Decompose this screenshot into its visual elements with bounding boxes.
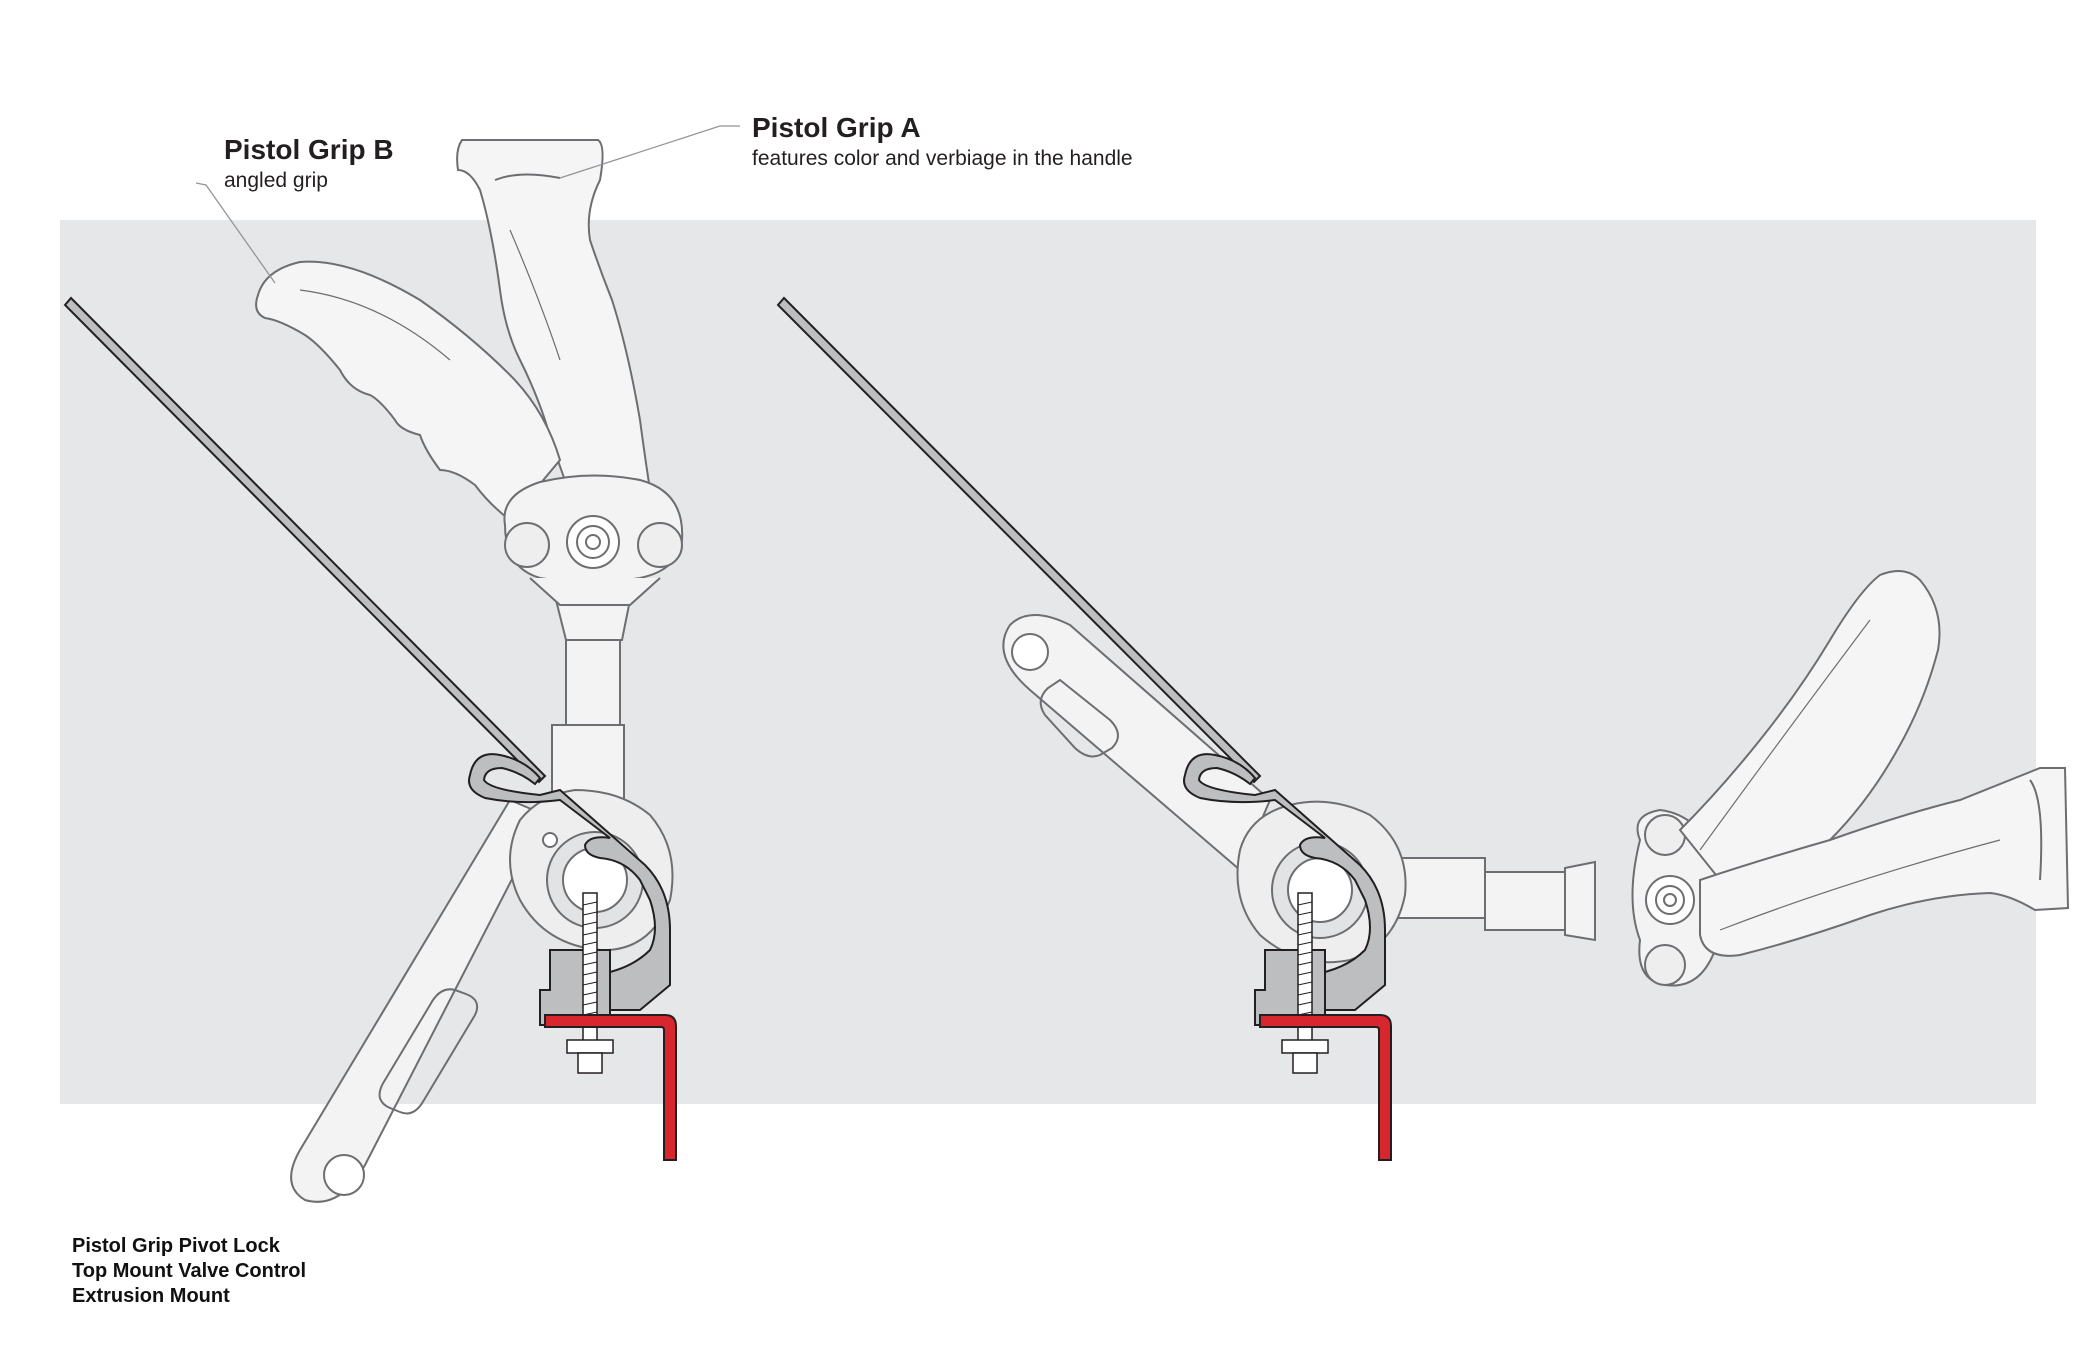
right-assembly: [1002, 570, 2070, 987]
pistol-grip-a-right: [1699, 767, 2070, 957]
grip-a-title: Pistol Grip A: [752, 112, 921, 143]
pistol-grip-b-left: [255, 260, 562, 522]
caption: Pistol Grip Pivot Lock Top Mount Valve C…: [72, 1234, 306, 1309]
caption-line-2: Top Mount Valve Control: [72, 1260, 307, 1282]
caption-line-3: Extrusion Mount: [72, 1285, 230, 1307]
right-stem: [1369, 857, 1596, 942]
right-section-cut: [776, 296, 1392, 1161]
grip-b-title: Pistol Grip B: [224, 134, 394, 165]
pistol-grip-b-right: [1678, 570, 1941, 882]
grip-a-subtitle: features color and verbiage in the handl…: [752, 147, 1133, 170]
caption-line-1: Pistol Grip Pivot Lock: [72, 1235, 280, 1257]
right-lever-arm: [1002, 614, 1272, 872]
left-valve-body: [509, 788, 674, 952]
left-lever-arm: [290, 798, 547, 1203]
grip-b-subtitle: angled grip: [224, 169, 328, 192]
left-assembly: [255, 139, 684, 1203]
left-stem: [551, 599, 632, 801]
leader-grip-b: [195, 182, 276, 284]
left-section-cut: [63, 296, 677, 1161]
leader-lines: [195, 125, 740, 284]
leader-grip-a: [559, 125, 740, 179]
left-pivot-hub: [503, 474, 684, 606]
